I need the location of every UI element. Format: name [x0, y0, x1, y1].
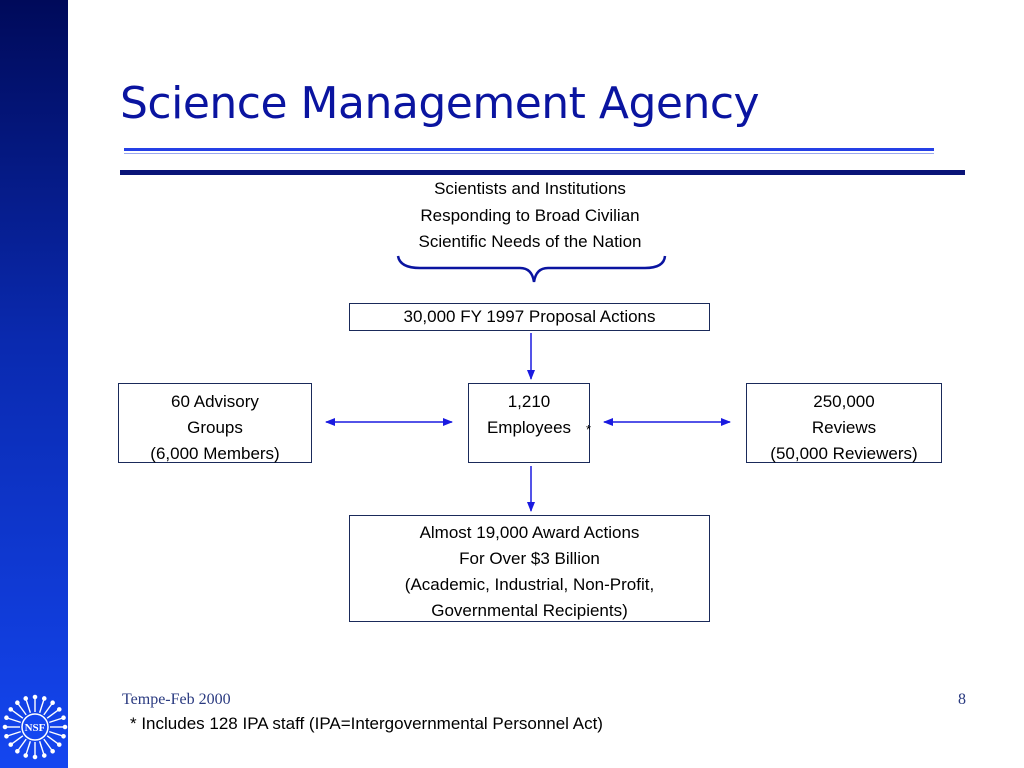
employees-box: 1,210 Employees [468, 383, 590, 463]
proposal-text: 30,000 FY 1997 Proposal Actions [403, 307, 656, 326]
curly-brace [396, 255, 667, 283]
advisory-line: Groups [187, 418, 243, 437]
source-line: Scientists and Institutions [434, 179, 626, 198]
employees-line: Employees [486, 418, 572, 437]
footnote: * Includes 128 IPA staff (IPA=Intergover… [130, 714, 603, 733]
reviews-box: 250,000 Reviews (50,000 Reviewers) [746, 383, 942, 463]
award-line: (Academic, Industrial, Non-Profit, [404, 575, 655, 594]
nsf-logo-icon: NSF [2, 694, 68, 760]
award-box: Almost 19,000 Award Actions For Over $3 … [349, 515, 710, 622]
title-underline-shadow [124, 153, 934, 154]
source-line: Scientific Needs of the Nation [418, 232, 642, 251]
title-divider [120, 170, 965, 175]
award-line: Almost 19,000 Award Actions [419, 523, 640, 542]
advisory-line: (6,000 Members) [150, 444, 280, 463]
source-text: Scientists and Institutions Responding t… [380, 176, 680, 256]
sidebar-band [0, 0, 68, 768]
footnote-marker: * [586, 422, 592, 437]
award-line: Governmental Recipients) [431, 601, 628, 620]
page-number: 8 [958, 691, 966, 708]
reviews-line: (50,000 Reviewers) [770, 444, 918, 463]
slide-title: Science Management Agency [120, 78, 760, 129]
reviews-line: 250,000 [813, 392, 875, 411]
reviews-line: Reviews [811, 418, 877, 437]
award-line: For Over $3 Billion [459, 549, 600, 568]
advisory-box: 60 Advisory Groups (6,000 Members) [118, 383, 312, 463]
proposal-box: 30,000 FY 1997 Proposal Actions [349, 303, 710, 331]
source-line: Responding to Broad Civilian [420, 205, 640, 225]
footer-date: Tempe-Feb 2000 [122, 691, 231, 708]
employees-line: 1,210 [507, 392, 551, 411]
advisory-line: 60 Advisory [171, 392, 259, 411]
logo-text: NSF [25, 722, 46, 734]
title-underline [124, 148, 934, 151]
